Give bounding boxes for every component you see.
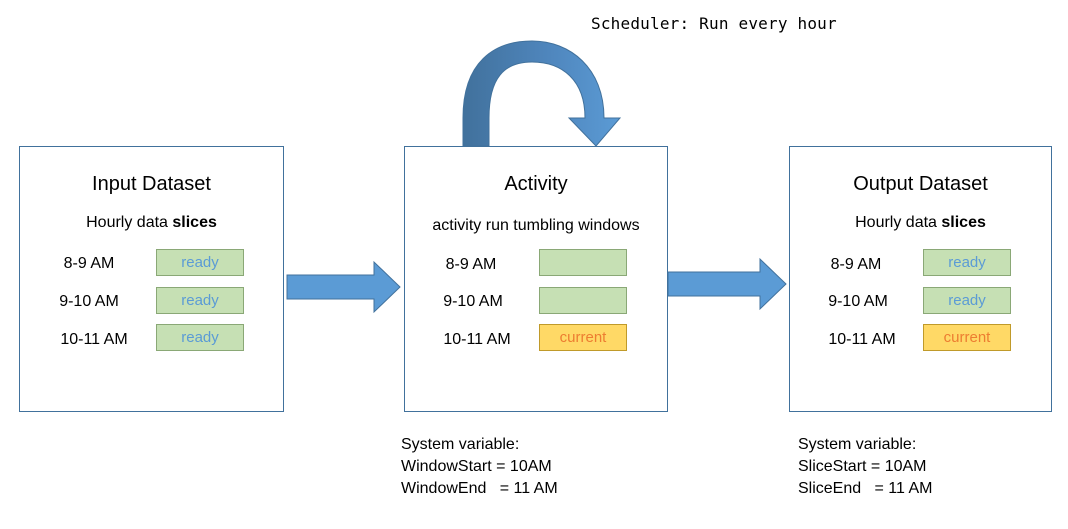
input-to-activity-arrow (286, 260, 401, 314)
activity-box: Activity activity run tumbling windows 8… (404, 146, 668, 412)
activity-row-label: 8-9 AM (445, 256, 497, 273)
slice-start-variable: SliceStart = 10AM (798, 458, 927, 475)
activity-title: Activity (504, 173, 568, 195)
input-slice-status: ready (156, 324, 244, 351)
output-row-label: 9-10 AM (828, 293, 888, 310)
window-start-variable: WindowStart = 10AM (401, 458, 552, 475)
output-slice-status: ready (923, 249, 1011, 276)
input-row-label: 9-10 AM (59, 293, 119, 310)
slice-end-variable: SliceEnd = 11 AM (798, 480, 933, 497)
input-row-label: 10-11 AM (60, 331, 128, 348)
input-dataset-title: Input Dataset (92, 173, 211, 195)
output-system-variable: System variable: SliceStart = 10AM SliceEn… (798, 434, 932, 500)
scheduler-label: Scheduler: Run every hour (591, 14, 837, 33)
output-dataset-title: Output Dataset (853, 173, 988, 195)
input-slice-status: ready (156, 249, 244, 276)
output-system-variable-heading: System variable: (798, 436, 917, 453)
input-slice-status: ready (156, 287, 244, 314)
output-dataset-box: Output Dataset Hourly data slices 8-9 AM… (789, 146, 1052, 412)
activity-row-label: 9-10 AM (443, 293, 503, 310)
output-row-label: 8-9 AM (830, 256, 882, 273)
activity-to-output-arrow (667, 257, 787, 311)
activity-window-status: current (539, 324, 627, 351)
output-dataset-subtitle: Hourly data slices (855, 214, 986, 231)
activity-subtitle: activity run tumbling windows (432, 217, 640, 234)
output-slice-status: current (923, 324, 1011, 351)
input-row-label: 8-9 AM (63, 255, 115, 272)
scheduler-loop-arrow (462, 40, 622, 147)
activity-system-variable: System variable: WindowStart = 10AM Window… (401, 434, 558, 500)
input-dataset-box: Input Dataset Hourly data slices 8-9 AM … (19, 146, 284, 412)
input-dataset-subtitle: Hourly data slices (86, 214, 217, 231)
output-row-label: 10-11 AM (828, 331, 896, 348)
activity-window-status (539, 249, 627, 276)
activity-system-variable-heading: System variable: (401, 436, 520, 453)
output-slice-status: ready (923, 287, 1011, 314)
window-end-variable: WindowEnd = 11 AM (401, 480, 558, 497)
activity-window-status (539, 287, 627, 314)
activity-row-label: 10-11 AM (443, 331, 511, 348)
